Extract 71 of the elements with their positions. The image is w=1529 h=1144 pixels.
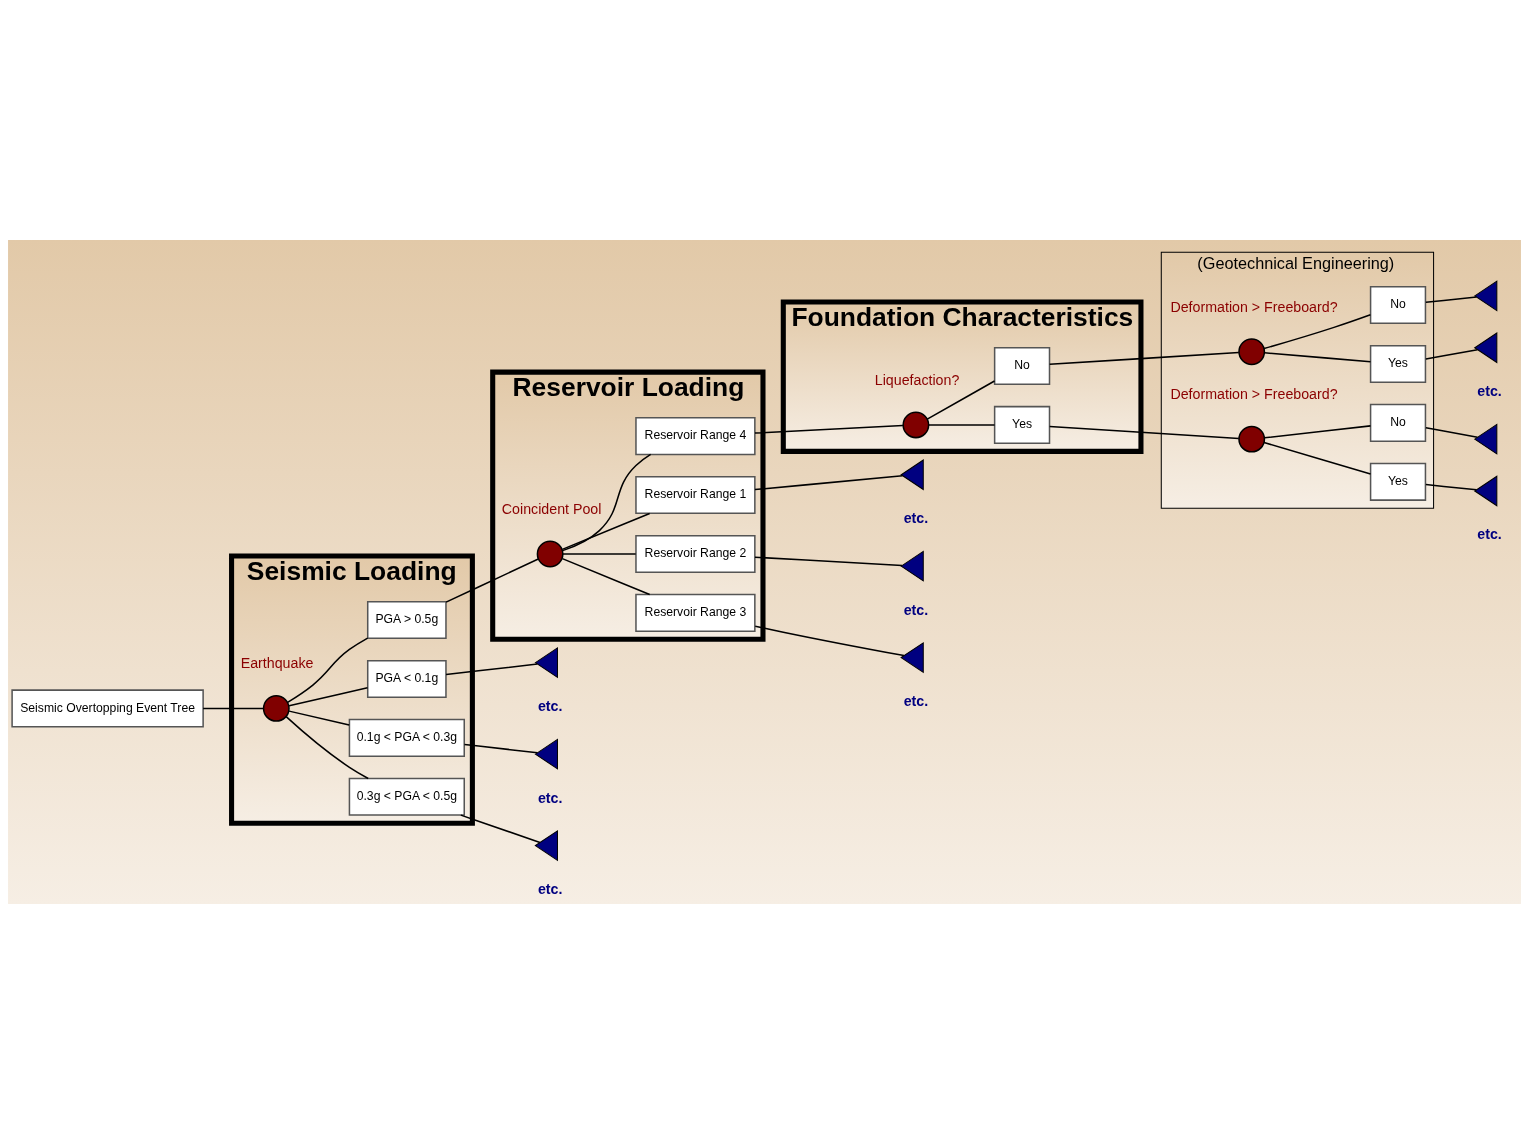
node-triangle <box>900 641 924 674</box>
connector <box>288 686 369 707</box>
connector <box>754 556 903 567</box>
node-label: etc. <box>537 789 563 806</box>
connector <box>1263 425 1372 439</box>
connector <box>561 557 651 596</box>
node-label: etc. <box>903 693 929 710</box>
connector <box>928 424 996 426</box>
node-box: Yes <box>1369 344 1427 383</box>
node-triangle <box>1473 475 1498 507</box>
node-circle <box>536 540 564 568</box>
node-triangle <box>900 550 924 582</box>
connector <box>460 814 541 844</box>
node-box: No <box>993 346 1051 386</box>
node-triangle <box>534 738 558 770</box>
connector <box>1048 351 1240 366</box>
node-label: etc. <box>1477 526 1502 543</box>
node-box: Seismic Overtopping Event Tree <box>11 689 204 728</box>
node-label: etc. <box>903 510 929 527</box>
node-label: etc. <box>537 881 563 898</box>
connector <box>754 424 904 434</box>
node-box: 0.1g < PGA < 0.3g <box>348 718 465 757</box>
node-box: 0.3g < PGA < 0.5g <box>348 777 465 816</box>
node-triangle <box>534 829 558 862</box>
node-box: PGA < 0.1g <box>366 659 447 698</box>
node-label: Coincident Pool <box>501 501 602 518</box>
connector <box>1048 425 1240 440</box>
node-box: Reservoir Range 2 <box>635 534 756 573</box>
node-box: No <box>1369 286 1427 325</box>
node-circle <box>902 411 930 439</box>
node-triangle <box>1473 280 1498 312</box>
connector <box>1425 427 1479 438</box>
node-box: Reservoir Range 4 <box>635 417 756 456</box>
node-box: Yes <box>993 405 1051 444</box>
node-circle <box>1238 425 1266 453</box>
connector <box>1263 314 1372 350</box>
connector <box>1263 352 1372 363</box>
node-box: Reservoir Range 1 <box>635 476 756 515</box>
connector <box>561 453 652 552</box>
node-triangle <box>1473 423 1498 455</box>
connector <box>445 663 539 676</box>
node-box: No <box>1369 403 1427 442</box>
node-label: etc. <box>1477 383 1502 400</box>
node-circle <box>262 694 290 722</box>
connector <box>561 512 651 551</box>
node-label: Deformation > Freeboard? <box>1170 298 1338 315</box>
node-label: etc. <box>537 698 563 715</box>
connector <box>285 715 369 780</box>
node-label: etc. <box>903 601 929 618</box>
node-label: Earthquake <box>240 655 314 672</box>
connector <box>754 625 905 657</box>
connector <box>445 558 540 603</box>
node-triangle <box>1473 332 1498 364</box>
connector <box>1425 348 1479 360</box>
connector <box>1425 296 1478 304</box>
connector <box>1263 441 1372 475</box>
node-box: Reservoir Range 3 <box>635 593 756 632</box>
connector <box>286 637 369 704</box>
connector <box>754 475 904 491</box>
node-triangle <box>534 647 558 679</box>
node-label: Deformation > Freeboard? <box>1170 386 1338 403</box>
connector <box>288 710 350 726</box>
connector <box>926 380 996 420</box>
connector <box>562 553 637 555</box>
node-triangle <box>900 459 924 491</box>
node-box: Yes <box>1369 462 1427 501</box>
connector <box>1425 483 1478 491</box>
node-box: PGA > 0.5g <box>366 600 447 640</box>
node-label: Liquefaction? <box>874 371 960 388</box>
node-circle <box>1238 338 1266 366</box>
connector <box>202 707 265 710</box>
